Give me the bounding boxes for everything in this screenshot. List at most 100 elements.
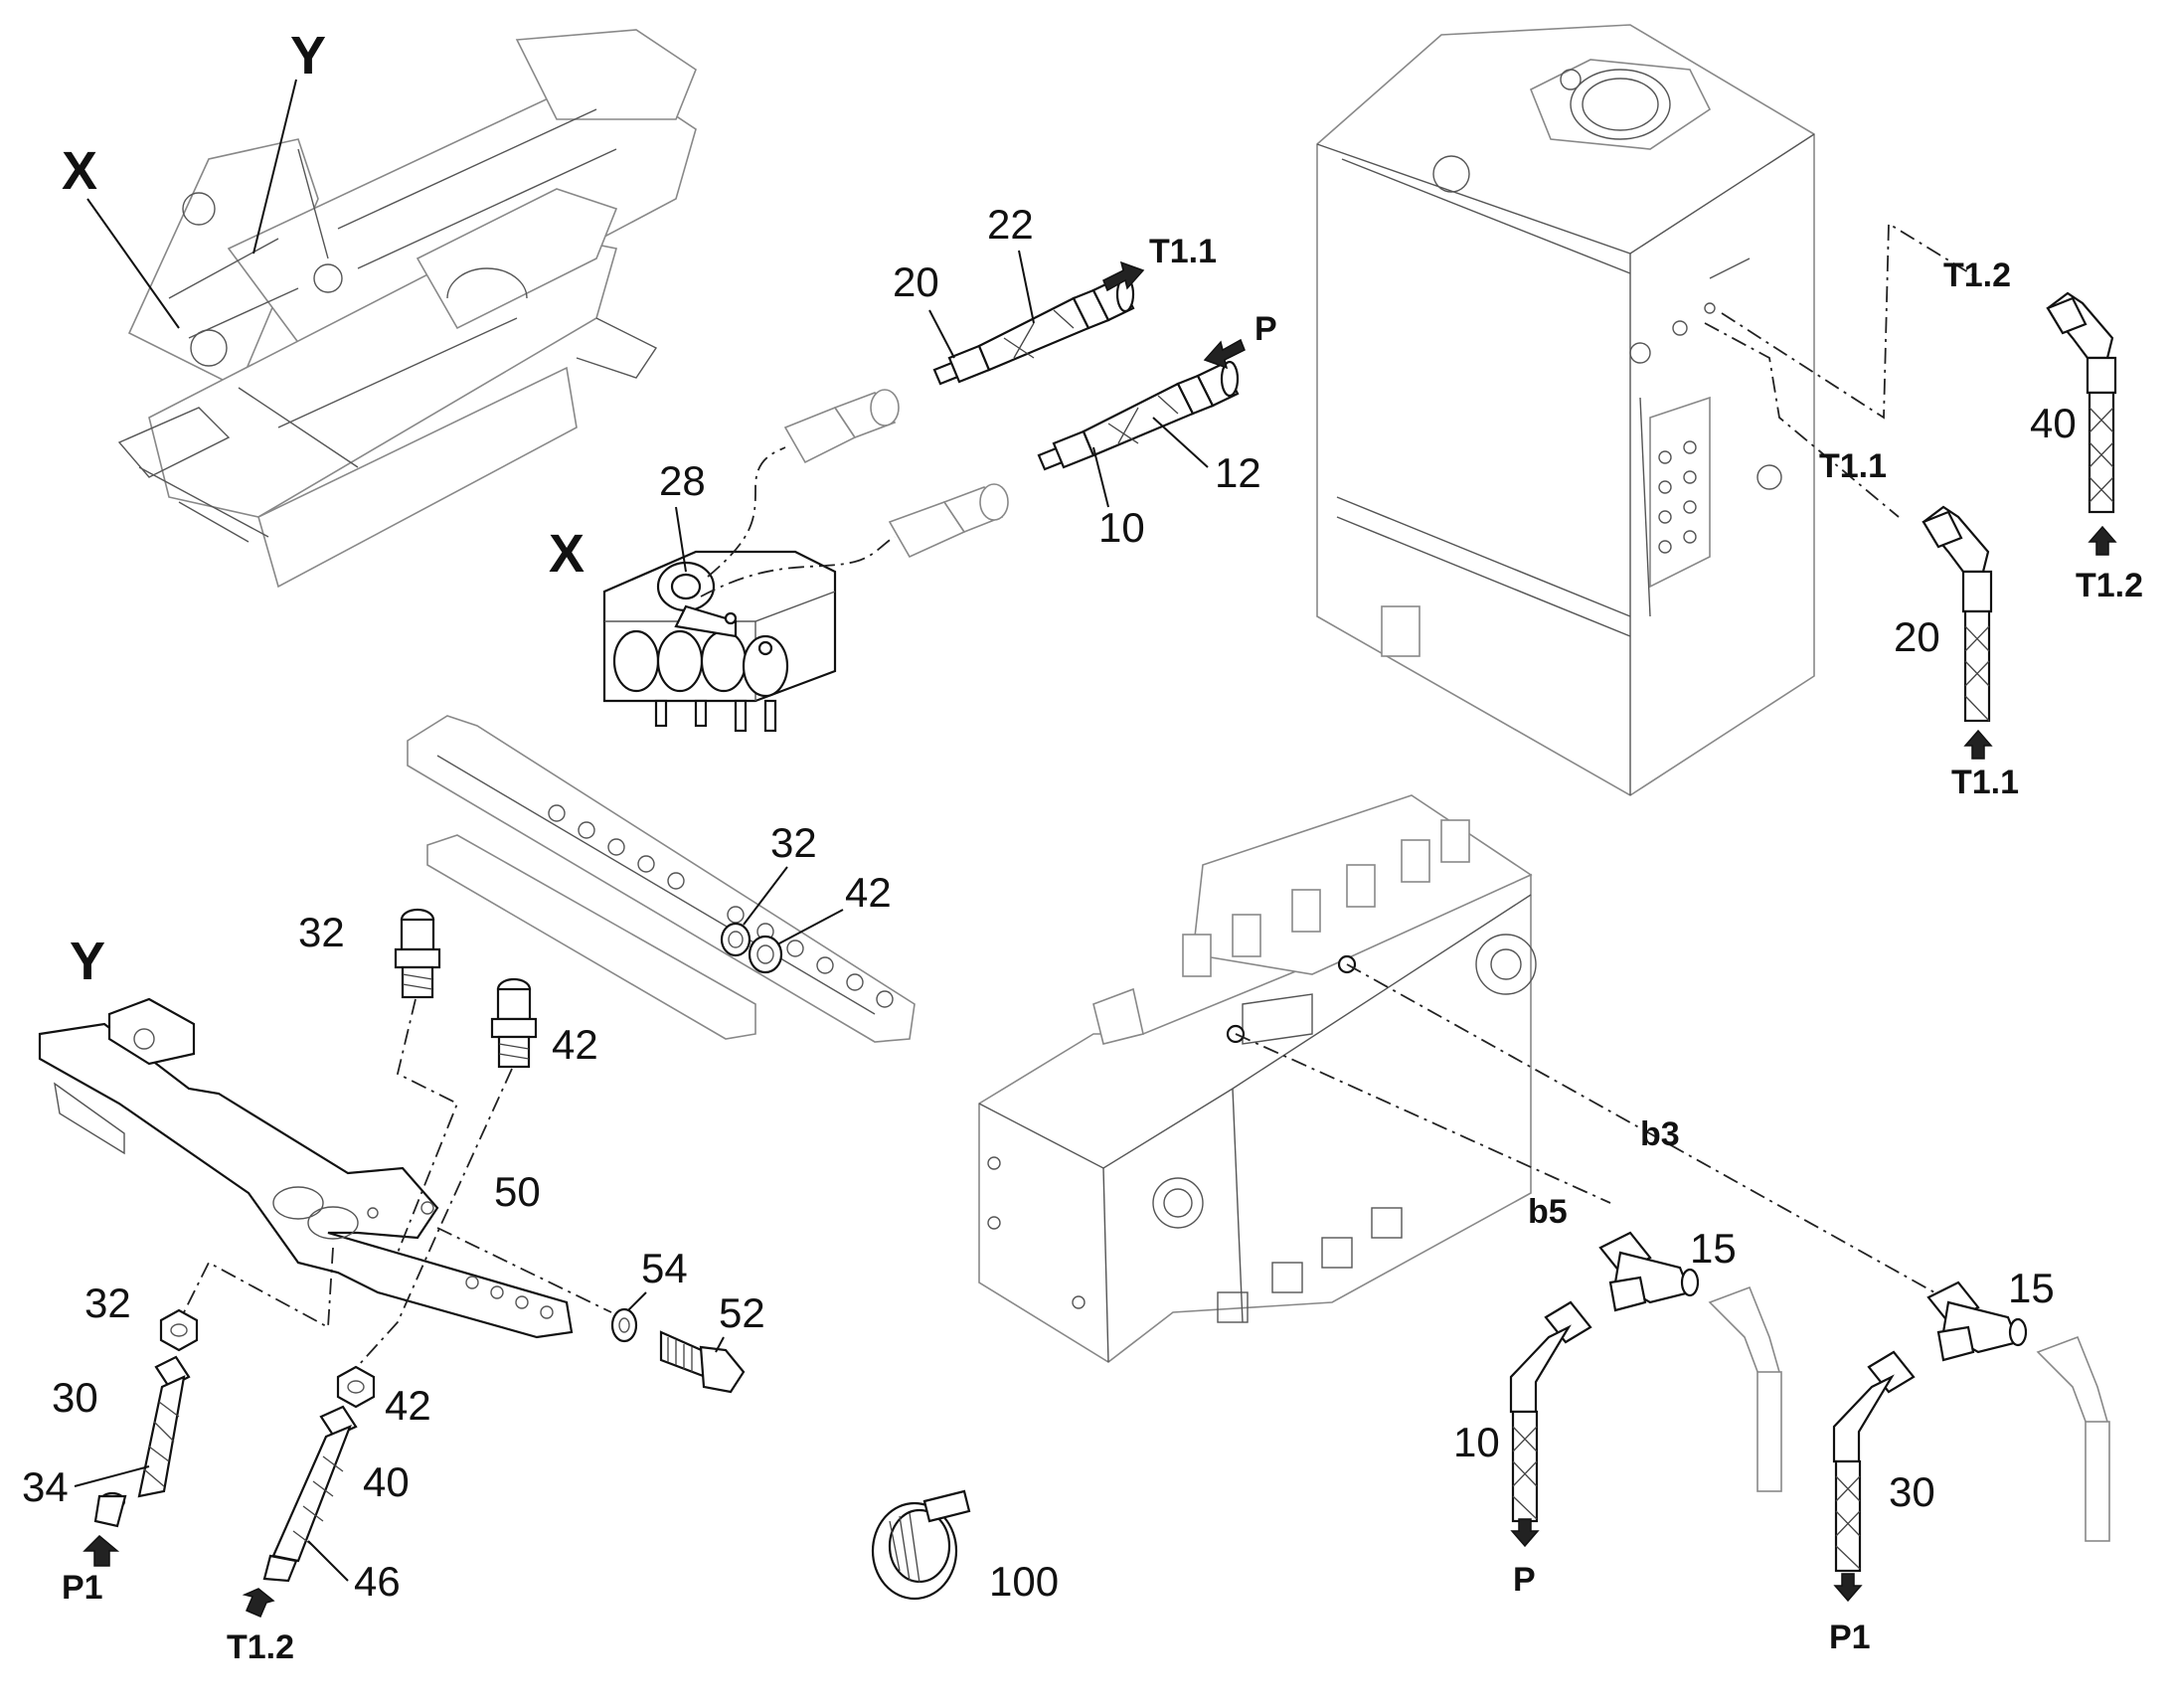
arrow-t11-right — [1963, 729, 1993, 760]
hose-10-bottom — [1509, 1300, 1592, 1523]
route-line-b5 — [1235, 1033, 1611, 1204]
control-valve-block — [978, 794, 1537, 1363]
washer-54 — [610, 1307, 638, 1343]
label-46: 46 — [354, 1558, 401, 1605]
route-line-2 — [700, 536, 896, 598]
hose-10-12 — [1037, 360, 1240, 471]
label-20-a: 20 — [893, 258, 939, 305]
label-t11-right-bottom: T1.1 — [1951, 764, 2019, 801]
nut-32-bottom — [159, 1308, 199, 1352]
arrow-p1-left — [83, 1534, 120, 1567]
route-line-1 — [707, 446, 786, 578]
leader-x — [86, 198, 180, 329]
tee-15-a-ghost-hose — [1708, 1285, 1782, 1492]
hydraulic-tank — [1316, 24, 1815, 796]
label-52: 52 — [719, 1289, 765, 1336]
leader-34 — [74, 1465, 150, 1487]
arrow-p-top — [1203, 338, 1246, 370]
label-t11-right: T1.1 — [1819, 447, 1887, 485]
label-10-bottom: 10 — [1453, 1419, 1500, 1465]
label-t11-top: T1.1 — [1149, 233, 1217, 270]
label-12: 12 — [1215, 449, 1261, 496]
arrow-t12-bottom — [242, 1588, 275, 1618]
fitting-42-left — [490, 977, 538, 1069]
leader-22 — [1018, 250, 1035, 324]
nut-32-42-rail — [720, 922, 783, 974]
machine-frame-overview — [117, 29, 697, 589]
label-50: 50 — [494, 1168, 541, 1215]
bolt-52 — [659, 1330, 746, 1394]
label-32-left: 32 — [298, 909, 345, 955]
label-22: 22 — [987, 201, 1034, 248]
label-42-left: 42 — [552, 1021, 598, 1068]
route-line-t12 — [1721, 222, 1979, 420]
arrow-p1-bottom — [1833, 1573, 1863, 1603]
label-b3: b3 — [1640, 1115, 1680, 1153]
label-p1-bottom: P1 — [1829, 1619, 1871, 1656]
tee-15-b-ghost-hose — [2036, 1335, 2110, 1542]
label-54: 54 — [641, 1245, 688, 1291]
label-x-main: X — [62, 141, 97, 201]
tee-15-a — [1598, 1231, 1700, 1312]
fitting-32-left — [394, 908, 441, 999]
leader-32-top — [743, 866, 788, 926]
label-p-bottom: P — [1513, 1561, 1536, 1599]
arrow-t12-right — [2088, 525, 2117, 556]
label-15-a: 15 — [1690, 1225, 1737, 1272]
hose-20-right — [1922, 505, 1993, 723]
label-30-bottom: 30 — [1889, 1468, 1935, 1515]
label-15-b: 15 — [2008, 1265, 2055, 1311]
label-y-detail: Y — [70, 932, 105, 991]
route-line-50-54 — [436, 1227, 612, 1313]
label-t12-right-bottom: T1.2 — [2076, 567, 2143, 604]
label-30-left: 30 — [52, 1374, 98, 1421]
label-20-right: 20 — [1894, 613, 1940, 660]
label-t12-bottom: T1.2 — [227, 1628, 294, 1666]
leader-10-top — [1092, 446, 1109, 508]
label-28: 28 — [659, 457, 706, 504]
label-42-top: 42 — [845, 869, 892, 916]
route-line-42 — [347, 1068, 513, 1378]
fitting-10-12-ghost — [888, 483, 1009, 559]
nut-42-bottom — [336, 1365, 376, 1409]
label-p-top: P — [1254, 310, 1277, 348]
label-p1-left: P1 — [62, 1569, 103, 1607]
leader-42-top — [776, 909, 844, 945]
label-100: 100 — [989, 1558, 1059, 1605]
tee-15-b — [1926, 1281, 2028, 1362]
hose-30-bottom — [1832, 1350, 1916, 1573]
label-10-top: 10 — [1098, 504, 1145, 551]
fitting-20-22-ghost — [783, 389, 900, 464]
bracket-plate-y — [38, 997, 574, 1339]
leader-54 — [627, 1291, 647, 1311]
leader-12 — [1152, 417, 1209, 468]
hose-clamp-100 — [871, 1489, 971, 1601]
leader-y — [252, 79, 297, 255]
hose-40-bottom — [262, 1405, 358, 1583]
label-x-detail: X — [549, 524, 585, 584]
label-y-main: Y — [290, 26, 326, 85]
label-b5: b5 — [1528, 1193, 1568, 1231]
route-line-32-bottom — [178, 1247, 334, 1329]
leader-20-a — [928, 309, 955, 359]
label-34: 34 — [22, 1463, 69, 1510]
label-42-bottom: 42 — [385, 1382, 431, 1429]
leader-28 — [675, 506, 687, 573]
bracket-rail — [407, 715, 916, 1043]
hose-30-left — [93, 1355, 191, 1528]
arrow-p-bottom — [1510, 1518, 1540, 1548]
label-32-top: 32 — [770, 819, 817, 866]
route-line-t11 — [1704, 322, 1900, 518]
label-40-right: 40 — [2030, 400, 2077, 446]
label-32-bottom: 32 — [84, 1280, 131, 1326]
label-40-bottom: 40 — [363, 1458, 410, 1505]
hose-20-22 — [932, 275, 1135, 386]
label-t12-right: T1.2 — [1943, 256, 2011, 294]
leader-46 — [307, 1540, 349, 1582]
clamp-block-x — [602, 550, 837, 733]
route-line-b3 — [1346, 963, 1944, 1298]
arrow-t11-top — [1102, 260, 1145, 292]
hose-40-right — [2046, 291, 2117, 514]
leader-52 — [715, 1336, 725, 1353]
